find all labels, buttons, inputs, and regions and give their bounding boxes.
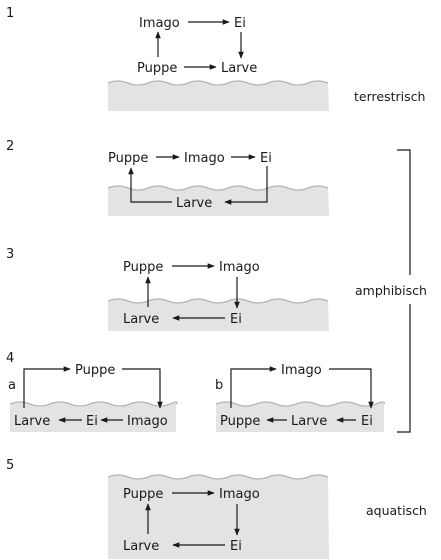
stage-puppe-3: Puppe — [123, 260, 163, 275]
arrow-imago-to-ei-4b — [329, 368, 374, 409]
panel-number-1: 1 — [6, 6, 14, 21]
stage-imago-4a: Imago — [127, 414, 168, 429]
bracket-upper — [397, 149, 411, 275]
stage-ei-1: Ei — [234, 16, 246, 31]
panel-number-5: 5 — [6, 458, 14, 473]
stage-imago-3: Imago — [219, 260, 260, 275]
stage-puppe-4a: Puppe — [75, 363, 115, 378]
surface-line-3 — [107, 298, 329, 304]
habitat-label-amphibious: amphibisch — [355, 283, 427, 298]
stage-ei-3: Ei — [230, 312, 242, 327]
panel-3: 3 Puppe Imago Larve Ei — [6, 247, 329, 331]
habitat-label-aquatic: aquatisch — [366, 503, 427, 518]
panel-number-4: 4 — [6, 351, 14, 366]
subpanel-label-a: a — [8, 378, 16, 393]
stage-ei-4a: Ei — [86, 414, 98, 429]
stage-ei-4b: Ei — [361, 414, 373, 429]
stage-imago-5: Imago — [219, 487, 260, 502]
stage-imago-4b: Imago — [281, 363, 322, 378]
stage-larve-1: Larve — [221, 61, 257, 76]
stage-larve-5: Larve — [123, 539, 159, 554]
stage-puppe-1: Puppe — [137, 61, 177, 76]
panel-2: 2 Puppe Imago Ei Larve — [6, 139, 329, 216]
stage-ei-5: Ei — [230, 539, 242, 554]
panel-4a: 4 a Puppe Larve Ei Imago — [6, 351, 178, 432]
stage-larve-4b: Larve — [291, 414, 327, 429]
stage-puppe-4b: Puppe — [220, 414, 260, 429]
stage-puppe-5: Puppe — [123, 487, 163, 502]
panel-5: 5 Puppe Imago Larve Ei aquatisch — [6, 458, 427, 559]
panel-4b: b Imago Puppe Larve Ei — [215, 363, 385, 432]
stage-puppe-2: Puppe — [108, 151, 148, 166]
arrow-puppe-to-imago-4b — [230, 366, 277, 408]
stage-imago-1: Imago — [139, 16, 180, 31]
water-5 — [108, 475, 329, 559]
stage-larve-4a: Larve — [14, 414, 50, 429]
arrow-puppe-to-imago-4a — [122, 368, 163, 409]
ground-1 — [108, 81, 329, 111]
panel-number-2: 2 — [6, 139, 14, 154]
water-2 — [108, 186, 329, 216]
surface-line-5 — [107, 474, 329, 480]
habitat-label-terrestrial: terrestrisch — [354, 89, 425, 104]
subpanel-label-b: b — [215, 378, 223, 393]
water-3 — [108, 299, 329, 331]
arrow-larve-to-puppe-4a — [23, 366, 71, 408]
surface-line-1 — [107, 80, 329, 86]
water-4a — [10, 402, 178, 432]
arrow-larve-to-puppe-2 — [128, 167, 172, 203]
panel-number-3: 3 — [6, 247, 14, 262]
panel-1: 1 Imago Ei Puppe Larve terrestrisch — [6, 6, 425, 111]
water-4b — [216, 402, 385, 432]
stage-larve-2: Larve — [176, 196, 212, 211]
arrow-ei-to-larve-2 — [224, 166, 268, 205]
surface-line-2 — [107, 185, 329, 191]
stage-ei-2: Ei — [260, 151, 272, 166]
amphibious-bracket: amphibisch — [355, 149, 427, 433]
bracket-lower — [397, 304, 411, 433]
surface-line-4b — [215, 401, 385, 407]
stage-larve-3: Larve — [123, 312, 159, 327]
stage-imago-2: Imago — [184, 151, 225, 166]
